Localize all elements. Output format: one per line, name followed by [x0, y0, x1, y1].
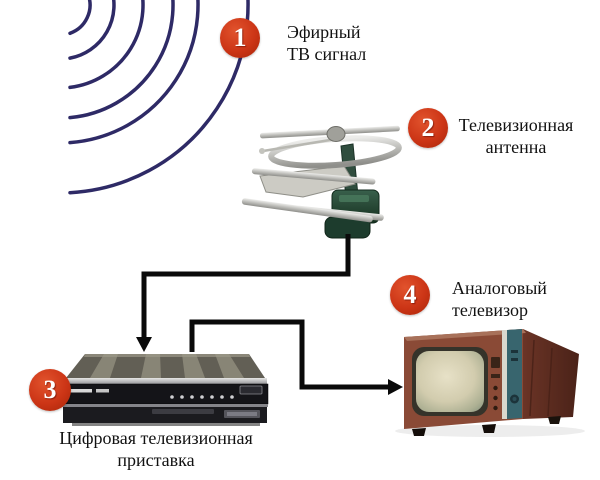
step-1-label: Эфирный ТВ сигнал: [287, 21, 407, 65]
step-3-label-line2: приставка: [117, 450, 195, 470]
step-1-badge: 1: [220, 18, 260, 58]
analog-tv-illustration: [395, 329, 585, 437]
step-3-label-line1: Цифровая телевизионная: [59, 428, 253, 448]
box-to-tv-arrow: [189, 319, 403, 395]
set-top-box-illustration: [61, 354, 269, 426]
step-1-label-line2: ТВ сигнал: [287, 44, 367, 64]
step-1-label-line1: Эфирный: [287, 22, 361, 42]
step-2-label-line2: антенна: [485, 137, 547, 157]
step-4-label-line2: телевизор: [452, 300, 528, 320]
step-2-badge: 2: [408, 108, 448, 148]
step-4-number: 4: [403, 280, 417, 309]
antenna-to-box-arrow: [136, 234, 351, 352]
radio-waves-illustration: [68, 0, 250, 195]
step-4-badge: 4: [390, 275, 430, 315]
step-2-number: 2: [421, 113, 435, 142]
step-2-label-line1: Телевизионная: [458, 115, 574, 135]
step-2-label: Телевизионная антенна: [446, 114, 586, 158]
tv-antenna-illustration: [241, 125, 402, 239]
step-4-label: Аналоговый телевизор: [452, 277, 582, 321]
step-3-badge: 3: [29, 369, 71, 411]
step-1-number: 1: [233, 23, 247, 52]
step-4-label-line1: Аналоговый: [452, 278, 547, 298]
step-3-label: Цифровая телевизионная приставка: [36, 427, 276, 471]
step-3-number: 3: [43, 375, 57, 404]
